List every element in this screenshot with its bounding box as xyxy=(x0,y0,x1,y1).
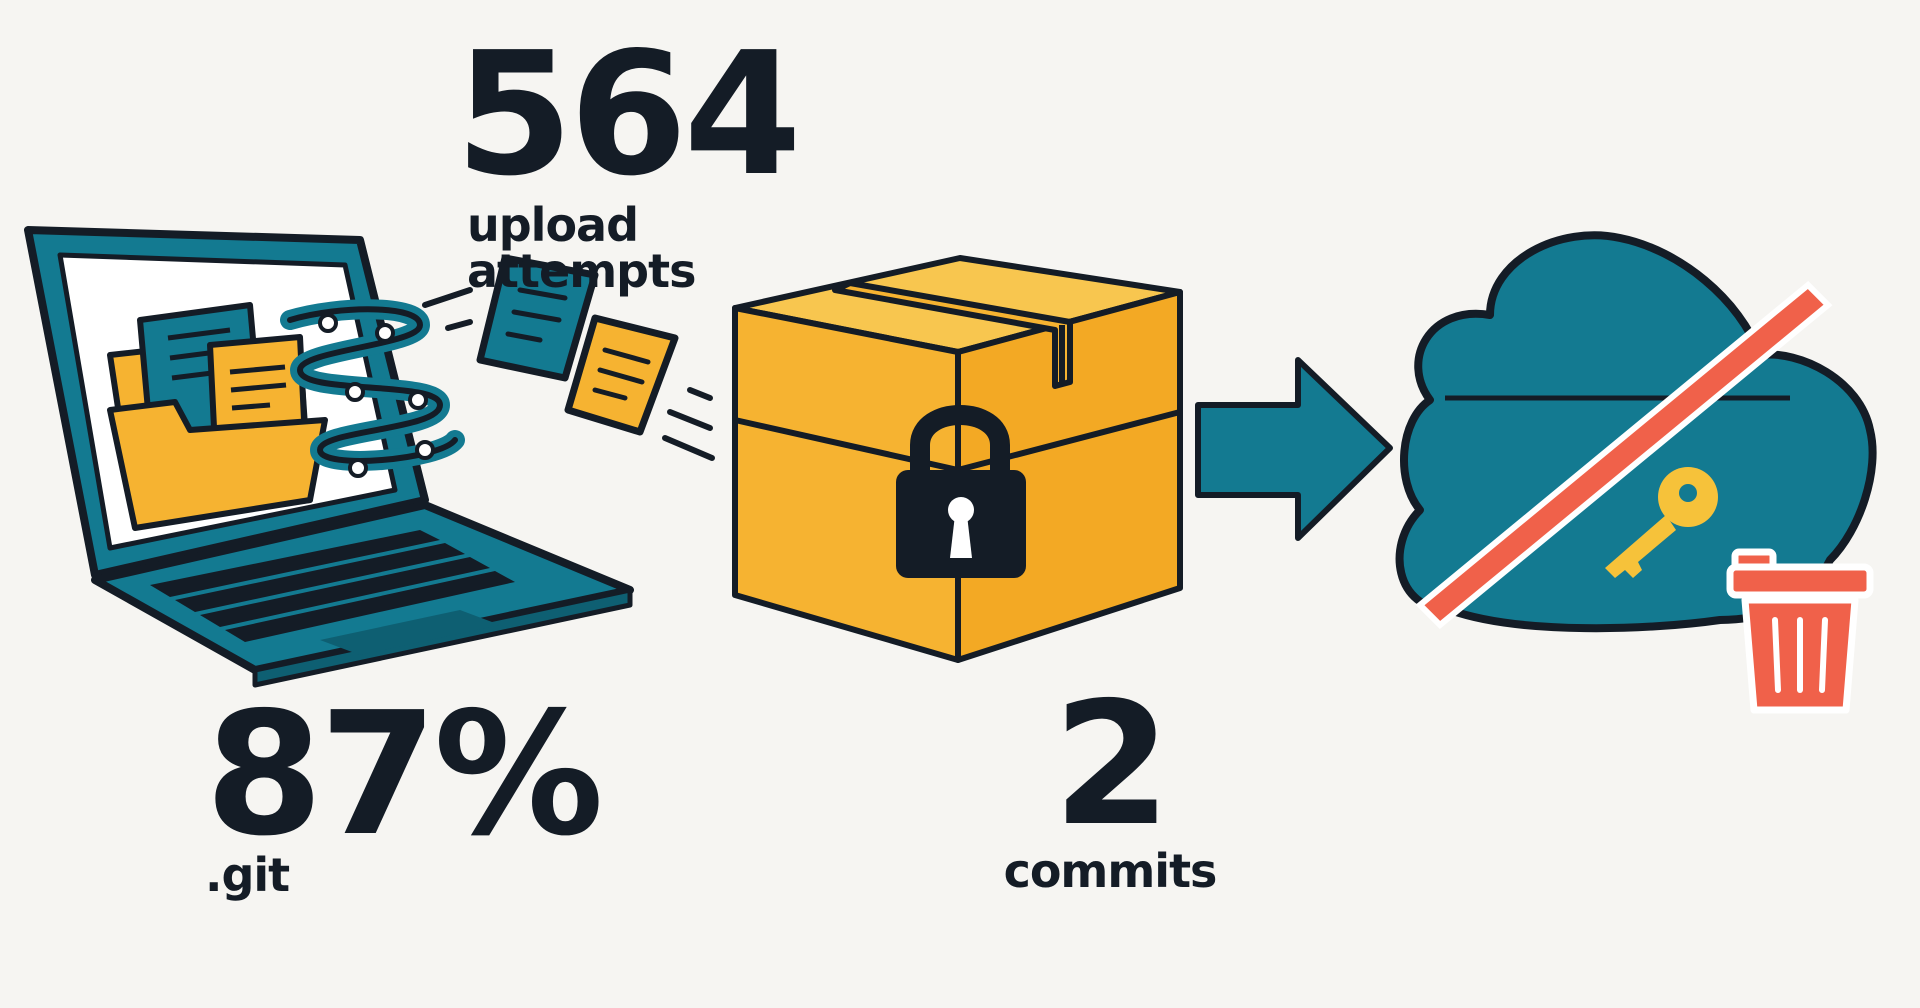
locked-box-icon xyxy=(732,255,1183,663)
stat-upload-attempts: 564 upload attempts xyxy=(455,30,855,294)
stat-git-share-label: .git xyxy=(205,848,290,902)
document-icon xyxy=(476,254,599,382)
stat-git-share-value: 87% xyxy=(205,676,604,874)
key-icon xyxy=(1605,467,1718,578)
git-history-icon xyxy=(280,299,465,478)
padlock-icon xyxy=(896,405,1026,578)
folder-icon xyxy=(107,302,328,531)
stat-commits: 2 commits xyxy=(985,680,1235,894)
stat-upload-attempts-label: upload attempts xyxy=(467,198,696,298)
stat-commits-value: 2 xyxy=(1052,666,1171,864)
stat-upload-attempts-value: 564 xyxy=(455,16,802,214)
document-icon-2 xyxy=(564,314,679,436)
arrow-right-icon xyxy=(1195,357,1393,541)
trash-icon xyxy=(1726,548,1874,714)
stat-commits-label: commits xyxy=(1003,844,1218,898)
motion-lines xyxy=(422,287,715,461)
strike-through-icon xyxy=(1415,280,1833,630)
stat-git-share: 87% .git xyxy=(205,690,625,898)
